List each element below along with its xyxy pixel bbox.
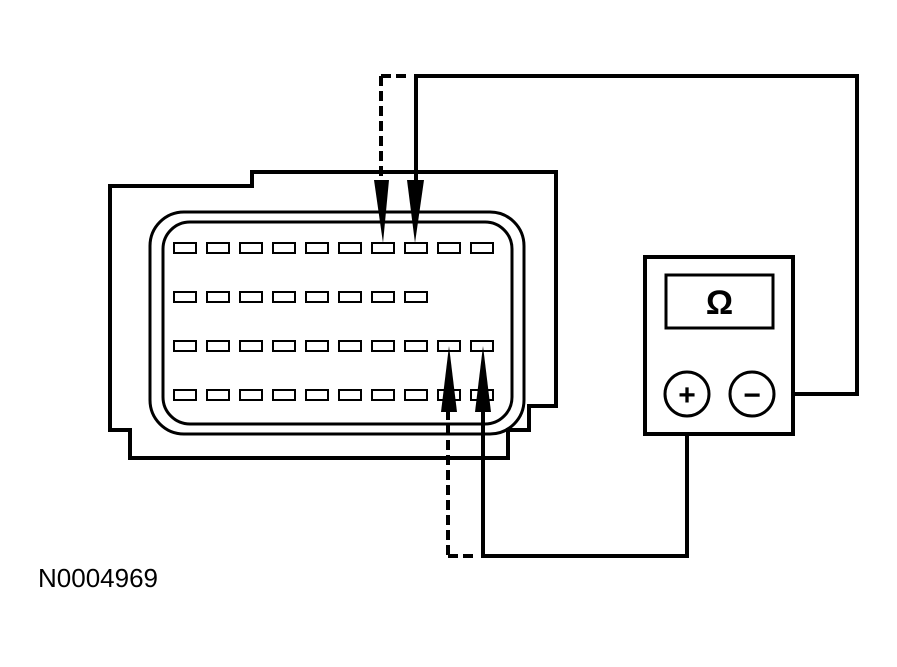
connector-pin [371, 242, 395, 254]
figure-id-label: N0004969 [38, 563, 158, 593]
probe-arrow-icon [374, 180, 389, 243]
connector-pin [272, 389, 296, 401]
minus-symbol: − [743, 379, 761, 412]
probe-arrow-icon [441, 346, 457, 412]
connector-pin [470, 340, 494, 352]
connector-pin [272, 291, 296, 303]
connector-pin [404, 389, 428, 401]
probe-arrow-icon [407, 180, 424, 243]
connector-pin [206, 389, 230, 401]
connector-pin [272, 340, 296, 352]
connector-pin [371, 389, 395, 401]
connector-pin [404, 242, 428, 254]
connector-pin [272, 242, 296, 254]
top-dashed-lead [379, 74, 411, 183]
connector-housing [108, 170, 558, 460]
connector-pin [239, 389, 263, 401]
connector-pins [173, 242, 494, 401]
positive-terminal: + [663, 370, 711, 418]
connector-pin [437, 242, 461, 254]
connector-pin [173, 340, 197, 352]
connector-pin [338, 340, 362, 352]
connector-pin [338, 389, 362, 401]
connector-pin [371, 291, 395, 303]
connector-pin [239, 340, 263, 352]
connector-pin [470, 242, 494, 254]
probe-arrow-icon [475, 346, 491, 412]
connector-pin [239, 291, 263, 303]
negative-terminal: − [728, 370, 776, 418]
plus-symbol: + [678, 379, 696, 412]
connector-pin [206, 291, 230, 303]
connector-pin [404, 291, 428, 303]
connector-pin [173, 389, 197, 401]
connector-pin [305, 389, 329, 401]
connector-pin [206, 242, 230, 254]
connector-pin [338, 291, 362, 303]
connector-pin [404, 340, 428, 352]
connector-pin [371, 340, 395, 352]
top-solid-lead [414, 74, 859, 396]
connector-pin [305, 340, 329, 352]
connector-pin [305, 291, 329, 303]
connector-pin [305, 242, 329, 254]
bottom-dashed-lead [446, 410, 478, 558]
ohmmeter-display [664, 273, 775, 330]
connector-pin [338, 242, 362, 254]
connector-face-outer [148, 210, 526, 436]
connector-pin [173, 242, 197, 254]
connector-pin [239, 242, 263, 254]
bottom-solid-lead [481, 410, 689, 558]
connector-pin [173, 291, 197, 303]
ohm-symbol-icon: Ω [706, 284, 733, 322]
connector-face-inner [161, 220, 514, 426]
connector-pin [206, 340, 230, 352]
